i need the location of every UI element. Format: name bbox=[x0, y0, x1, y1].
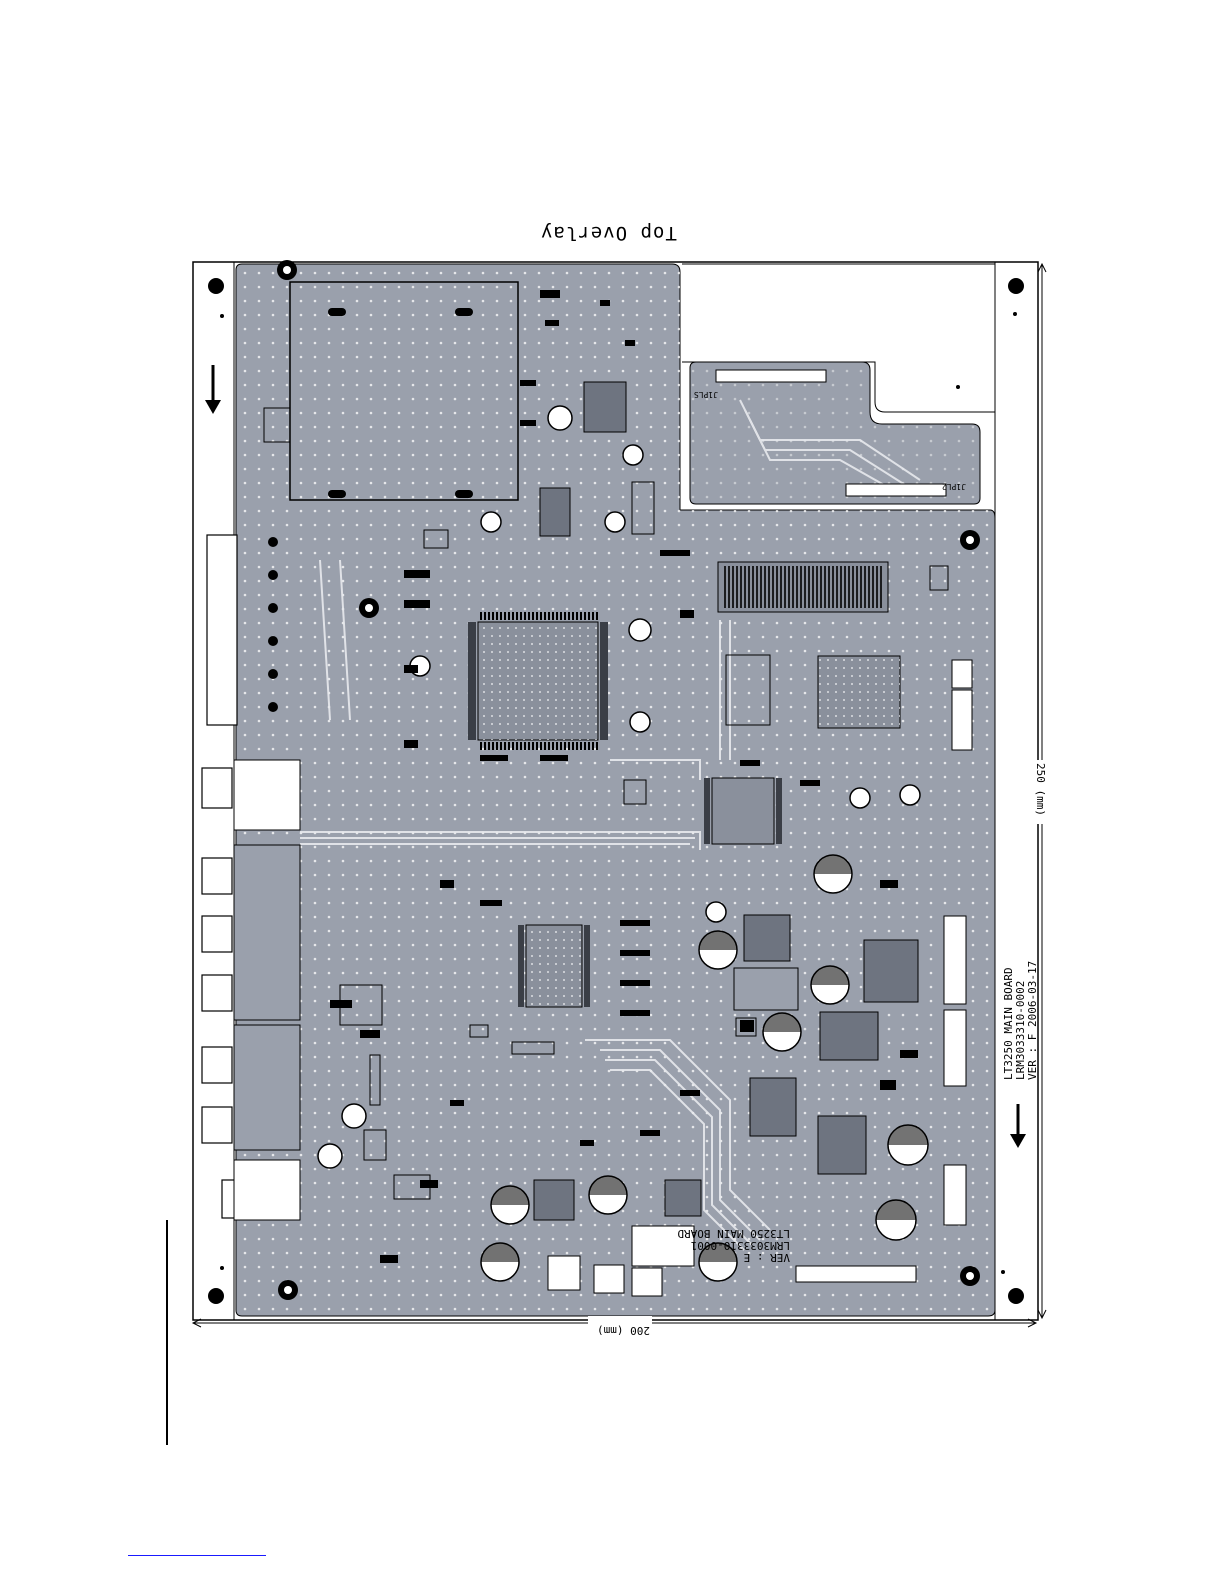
audio-ic bbox=[712, 778, 774, 844]
lvds-left-label: J1PLS bbox=[694, 390, 718, 399]
orientation-arrow-right bbox=[1010, 1104, 1026, 1148]
margin-rule bbox=[166, 1220, 168, 1445]
orientation-arrow-left bbox=[205, 365, 221, 414]
height-dimension: 250 (mm) bbox=[1034, 264, 1050, 1318]
width-dimension-label: 200 (mm) bbox=[597, 1324, 650, 1337]
width-dimension: 200 (mm) bbox=[193, 1316, 1036, 1337]
lvds-right-label: J1PL2 bbox=[942, 482, 966, 491]
silkscreen-board-id-right: LT3250 MAIN BOARD LRM3033310-0002 VER : … bbox=[1002, 961, 1039, 1080]
rca-jacks bbox=[202, 768, 236, 1218]
footer-link-underline[interactable] bbox=[128, 1555, 266, 1556]
vga-connector bbox=[207, 535, 237, 725]
silkscreen-bottom-line3: LT3250 MAIN BOARD bbox=[677, 1227, 790, 1240]
silkscreen-right-line3: VER : F 2006-03-17 bbox=[1026, 961, 1039, 1080]
height-dimension-label: 250 (mm) bbox=[1034, 763, 1047, 816]
